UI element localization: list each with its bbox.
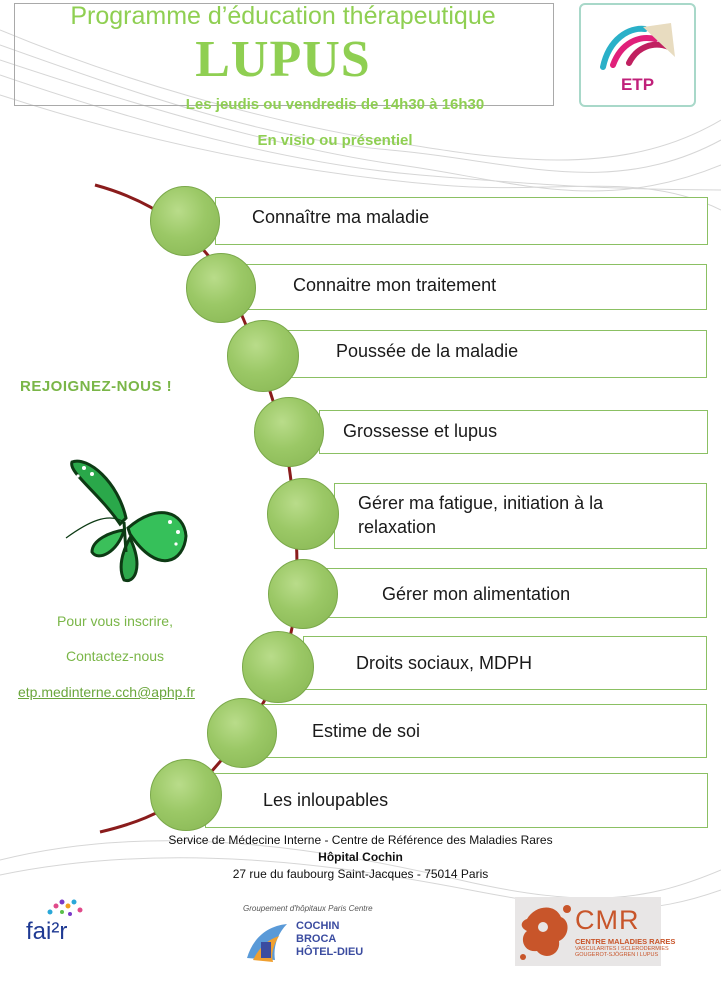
- session-label: Connaître ma maladie: [252, 207, 430, 227]
- contact-text: Contactez-nous: [65, 648, 165, 664]
- session-2-marker: [186, 253, 256, 323]
- chbhd-logo: COCHIN BROCA HÔTEL-DIEU: [296, 920, 363, 959]
- session-2: Connaitre mon traitement: [243, 264, 707, 310]
- etp-logo: ETP: [579, 3, 696, 107]
- title-frame: [14, 3, 554, 106]
- session-9: Les inloupables: [205, 773, 708, 828]
- session-label: Gérer ma fatigue, initiation à la: [358, 493, 604, 513]
- butterfly-icon: [65, 459, 188, 583]
- session-7-marker: [242, 631, 314, 703]
- chbhd-emblem-icon: [247, 924, 287, 962]
- session-1-marker: [150, 186, 220, 256]
- session-label: Poussée de la maladie: [336, 341, 519, 361]
- session-8: Estime de soi: [263, 704, 707, 758]
- footer-service: Service de Médecine Interne - Centre de …: [168, 833, 553, 847]
- session-label: Droits sociaux, MDPH: [356, 653, 533, 673]
- lupus-heading: LUPUS: [195, 31, 371, 88]
- fai2r-dots-icon: [47, 899, 83, 916]
- etp-logo-text: ETP: [620, 75, 655, 94]
- cmr-specialties-2: GOUGEROT-SJÖGREN I LUPUS: [575, 952, 659, 958]
- chbhd-cochin: COCHIN: [296, 920, 340, 932]
- register-text: Pour vous inscrire,: [57, 613, 173, 629]
- program-title: Programme d’éducation thérapeutique: [70, 2, 496, 30]
- fai2r-logo: fai²r: [26, 918, 68, 945]
- session-label-line2: relaxation: [358, 517, 437, 537]
- mode-text: En visio ou présentiel: [257, 132, 413, 149]
- session-8-marker: [207, 698, 277, 768]
- footer-address: 27 rue du faubourg Saint-Jacques - 75014…: [232, 867, 489, 881]
- cmr-logo-title: CMR: [575, 905, 640, 935]
- cmr-specialties-1: VASCULARITES I SCLERODERMIES: [575, 946, 669, 952]
- session-7: Droits sociaux, MDPH: [303, 636, 707, 690]
- session-3: Poussée de la maladie: [287, 330, 707, 378]
- cmr-logo-specialties: VASCULARITES I SCLERODERMIES GOUGEROT-SJ…: [575, 946, 669, 958]
- cmr-splash-icon: [520, 905, 571, 960]
- chbhd-hotel-dieu: HÔTEL-DIEU: [296, 946, 364, 958]
- session-label: Les inloupables: [263, 790, 389, 810]
- session-6: Gérer mon alimentation: [320, 568, 707, 618]
- schedule-text: Les jeudis ou vendredis de 14h30 à 16h30: [185, 96, 485, 113]
- session-label: Estime de soi: [312, 721, 421, 741]
- session-9-marker: [150, 759, 222, 831]
- session-3-marker: [227, 320, 299, 392]
- session-4: Grossesse et lupus: [319, 410, 708, 454]
- etp-arcs-icon: [600, 23, 675, 70]
- join-us-text: REJOIGNEZ-NOUS !: [20, 378, 173, 395]
- session-label: Grossesse et lupus: [343, 421, 498, 441]
- session-label: Gérer mon alimentation: [382, 584, 571, 604]
- contact-email-link[interactable]: etp.medinterne.cch@aphp.fr: [18, 684, 195, 700]
- cmr-logo-subtitle: CENTRE MALADIES RARES: [575, 937, 676, 946]
- session-6-marker: [268, 559, 338, 629]
- chbhd-broca: BROCA: [296, 933, 337, 945]
- session-1: Connaître ma maladie: [215, 197, 708, 245]
- session-label: Connaitre mon traitement: [293, 275, 497, 295]
- session-4-marker: [254, 397, 324, 467]
- footer-hospital: Hôpital Cochin: [318, 850, 403, 864]
- session-5-marker: [267, 478, 339, 550]
- session-5: Gérer ma fatigue, initiation à la relaxa…: [334, 483, 707, 549]
- chbhd-group-text: Groupement d'hôpitaux Paris Centre: [243, 904, 373, 913]
